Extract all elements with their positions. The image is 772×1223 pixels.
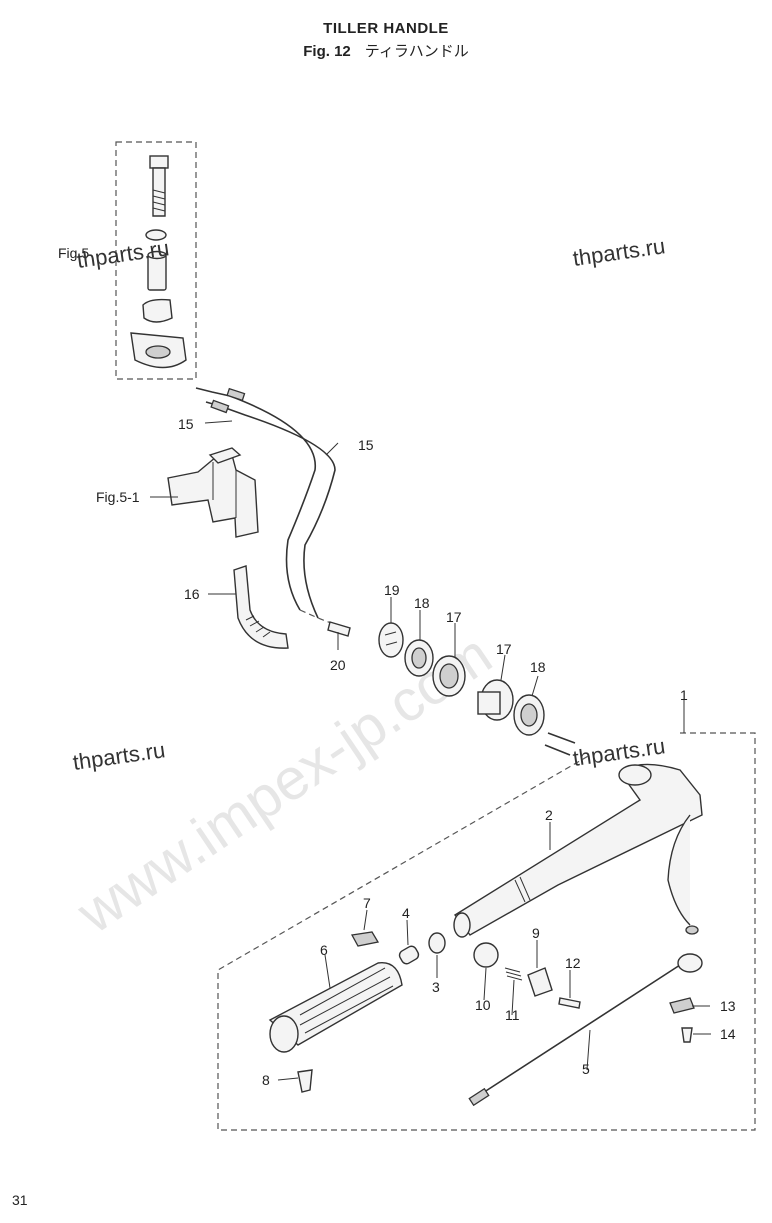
- callout-18a: 18: [414, 595, 430, 611]
- fig5-reference-box: [115, 141, 197, 380]
- clip-13: [669, 997, 695, 1014]
- callout-17b: 17: [496, 641, 512, 657]
- throttle-rod: [474, 964, 681, 1099]
- stopper-9: [527, 967, 553, 997]
- callout-8: 8: [262, 1072, 270, 1088]
- page-number: 31: [12, 1192, 28, 1208]
- callout-7: 7: [363, 895, 371, 911]
- figure-number: Fig. 12: [303, 43, 351, 60]
- callout-17a: 17: [446, 609, 462, 625]
- sleeve-4: [398, 945, 420, 965]
- callout-2: 2: [545, 807, 553, 823]
- watermark-site-3: thparts.ru: [71, 737, 167, 775]
- callout-15b: 15: [358, 437, 374, 453]
- spring-11: [504, 967, 523, 981]
- fig5-1-reference-label: Fig.5-1: [96, 489, 140, 505]
- elbow-hose: [233, 565, 289, 649]
- fig5-parts: [130, 155, 187, 369]
- collar-3: [428, 932, 446, 954]
- callout-16: 16: [184, 586, 200, 602]
- callout-4: 4: [402, 905, 410, 921]
- diagram-title: TILLER HANDLE: [323, 20, 449, 37]
- callout-10: 10: [475, 997, 491, 1013]
- callout-13: 13: [720, 998, 736, 1014]
- cam-10: [473, 942, 499, 968]
- callout-3: 3: [432, 979, 440, 995]
- watermark-site-2: thparts.ru: [571, 233, 667, 271]
- callout-18b: 18: [530, 659, 546, 675]
- callout-1: 1: [680, 687, 688, 703]
- tiller-assembly-box: [217, 732, 756, 1131]
- callout-19: 19: [384, 582, 400, 598]
- callout-20: 20: [330, 657, 346, 673]
- callout-12: 12: [565, 955, 581, 971]
- plate-7: [350, 931, 380, 947]
- figure-title-jp: ティラハンドル: [364, 42, 469, 60]
- bolt-20: [327, 621, 351, 637]
- screw-12: [558, 997, 581, 1009]
- callout-9: 9: [532, 925, 540, 941]
- washer-19: [378, 622, 404, 658]
- callout-5: 5: [582, 1061, 590, 1077]
- screw-8: [297, 1069, 313, 1093]
- fig5-1-bracket: [167, 447, 259, 538]
- screw-14: [681, 1027, 693, 1043]
- callout-15a: 15: [178, 416, 194, 432]
- callout-14: 14: [720, 1026, 736, 1042]
- fig5-reference-label: Fig.5: [58, 245, 89, 261]
- callout-6: 6: [320, 942, 328, 958]
- throttle-grip: [268, 961, 403, 1053]
- tiller-arm: [453, 763, 703, 938]
- callout-11: 11: [505, 1007, 520, 1023]
- figure-caption: Fig. 12 ティラハンドル: [0, 40, 772, 61]
